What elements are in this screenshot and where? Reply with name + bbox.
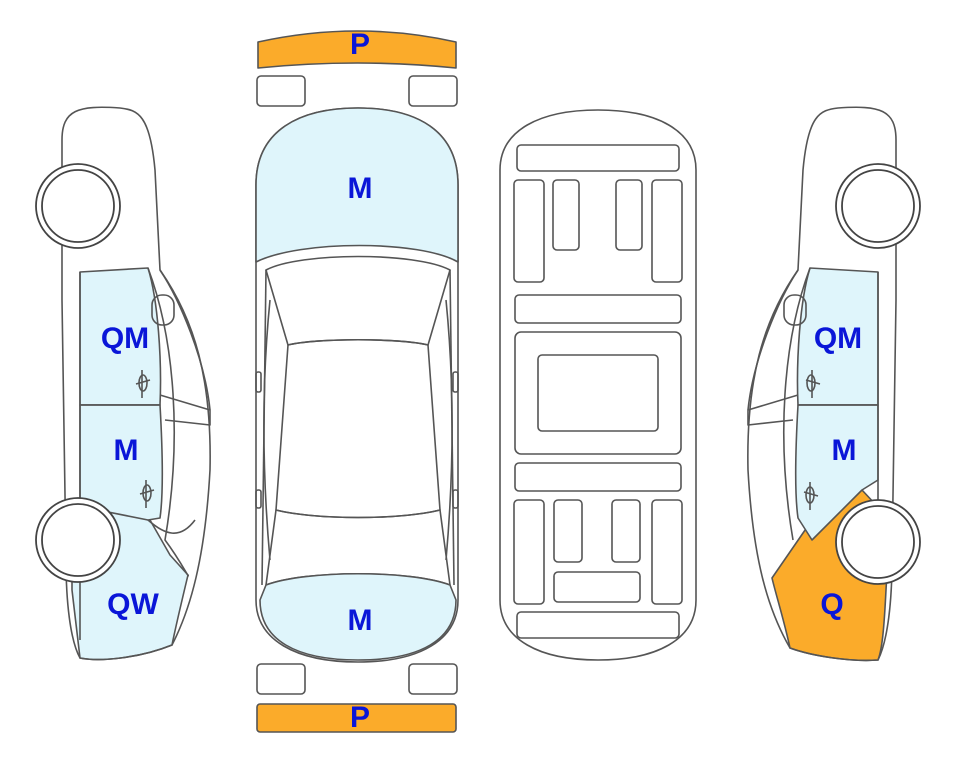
underbody-view bbox=[499, 109, 697, 661]
underbody-fr-block bbox=[615, 179, 643, 251]
underbody-rr-rail bbox=[651, 499, 683, 605]
rear-right-lamp bbox=[408, 663, 458, 695]
trunk-panel[interactable] bbox=[259, 572, 457, 661]
left-front-wheel-hub bbox=[41, 169, 115, 243]
underbody-rr-block bbox=[611, 499, 641, 563]
underbody-front-bar bbox=[516, 144, 680, 172]
left-rear-wheel-hub bbox=[41, 503, 115, 577]
right-side-view: QM M Q bbox=[747, 106, 921, 662]
front-right-lamp bbox=[408, 75, 458, 107]
left-front-handle-knob bbox=[138, 374, 148, 392]
front-bumper-panel[interactable] bbox=[257, 30, 457, 69]
top-view: P M M P bbox=[255, 28, 459, 734]
right-rear-door-panel[interactable] bbox=[794, 404, 879, 541]
trunk-label: M bbox=[348, 604, 373, 637]
front-left-lamp bbox=[256, 75, 306, 107]
left-rear-door-label: M bbox=[114, 434, 139, 467]
underbody-rl-block bbox=[553, 499, 583, 563]
right-window-line bbox=[747, 269, 799, 411]
right-front-handle-knob bbox=[806, 374, 816, 392]
underbody-fuel-tank bbox=[537, 354, 659, 432]
windshield bbox=[265, 255, 451, 346]
right-rear-door-label: M bbox=[832, 434, 857, 467]
underbody-cross-1 bbox=[514, 294, 682, 324]
rear-left-lamp bbox=[256, 663, 306, 695]
left-rear-quarter-label: QW bbox=[107, 588, 159, 621]
underbody-fl-rail bbox=[513, 179, 545, 283]
left-front-door-label: QM bbox=[101, 322, 149, 355]
right-mirror bbox=[452, 371, 459, 393]
left-rear-handle-knob bbox=[142, 484, 152, 502]
right-front-wheel-hub bbox=[841, 169, 915, 243]
underbody-rl-rail bbox=[513, 499, 545, 605]
rear-bumper-panel[interactable] bbox=[256, 703, 457, 733]
hood-panel[interactable] bbox=[255, 107, 459, 263]
underbody-rear-bar bbox=[516, 611, 680, 639]
left-window-line bbox=[159, 269, 211, 411]
underbody-fl-block bbox=[552, 179, 580, 251]
left-mirror bbox=[151, 294, 175, 326]
right-mirror bbox=[783, 294, 807, 326]
right-rear-wheel-hub bbox=[841, 505, 915, 579]
left-glass-line bbox=[159, 394, 211, 426]
left-door-line bbox=[263, 299, 271, 561]
right-glass-line bbox=[747, 394, 799, 426]
right-door-line bbox=[445, 299, 453, 561]
right-rear-handle-knob bbox=[805, 486, 815, 504]
roof bbox=[275, 338, 441, 519]
left-body-outline bbox=[61, 106, 211, 661]
underbody-cross-2 bbox=[514, 462, 682, 492]
left-side-view: QM M QW bbox=[35, 106, 211, 661]
left-mirror bbox=[255, 371, 262, 393]
right-body-outline bbox=[747, 106, 897, 662]
hood-label: M bbox=[348, 172, 373, 205]
right-handle bbox=[452, 489, 459, 509]
right-rear-quarter-label: Q bbox=[820, 588, 843, 621]
left-glass-lower bbox=[147, 519, 196, 534]
underbody-rear-block bbox=[553, 571, 641, 603]
left-pillar-line bbox=[147, 267, 190, 577]
right-front-door-label: QM bbox=[814, 322, 862, 355]
left-handle bbox=[255, 489, 262, 509]
underbody-mid-frame bbox=[514, 331, 682, 455]
underbody-fr-rail bbox=[651, 179, 683, 283]
rear-bumper-label: P bbox=[350, 701, 370, 734]
underbody-outline bbox=[499, 109, 697, 661]
front-bumper-label: P bbox=[350, 28, 370, 61]
